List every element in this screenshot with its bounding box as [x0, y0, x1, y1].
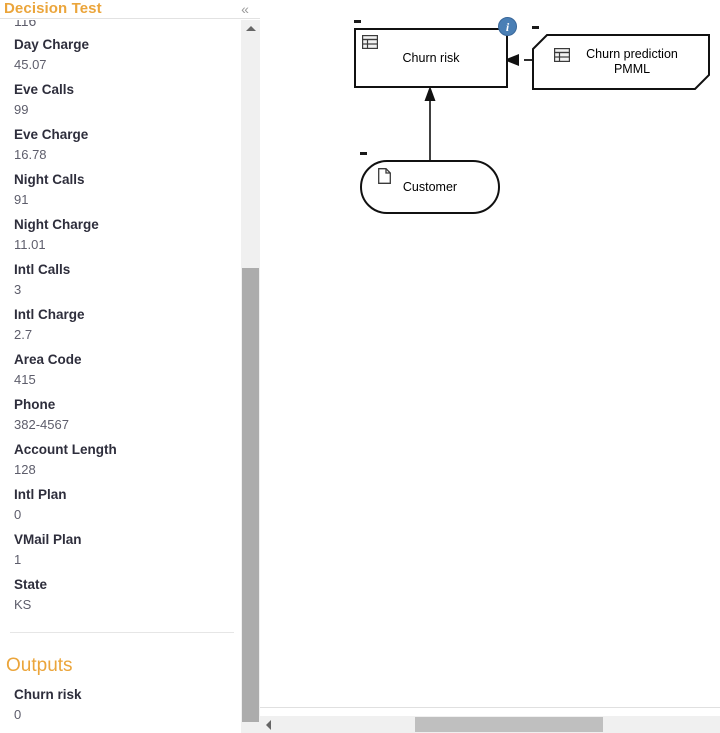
field-label: Account Length — [14, 442, 117, 457]
inputs-scroll-region: 116 Day Charge 45.07 Eve Calls 99 Eve Ch… — [0, 20, 241, 733]
field-value: 382-4567 — [14, 417, 69, 432]
input-field-night-charge: Night Charge 11.01 — [14, 217, 99, 252]
triangle-up-icon[interactable] — [241, 20, 260, 37]
canvas-bottom-divider — [260, 707, 720, 708]
dmn-node-decision-churn-risk[interactable]: Churn risk — [354, 28, 508, 88]
field-value: 0 — [14, 507, 22, 522]
input-field-area-code: Area Code 415 — [14, 352, 82, 387]
field-value: 415 — [14, 372, 36, 387]
decision-table-icon — [361, 34, 379, 50]
outputs-section-title: Outputs — [6, 655, 73, 676]
page-title: Decision Test — [4, 0, 102, 17]
triangle-left-icon[interactable] — [260, 716, 276, 733]
input-field-day-charge: Day Charge 45.07 — [14, 37, 89, 72]
input-field-vmail-plan: VMail Plan 1 — [14, 532, 82, 567]
canvas-horizontal-scrollbar[interactable] — [260, 716, 720, 733]
info-icon[interactable]: i — [498, 17, 517, 36]
field-label: Intl Charge — [14, 307, 85, 322]
field-label: Area Code — [14, 352, 82, 367]
dmn-node-bkm-churn-prediction-pmml[interactable]: Churn prediction PMML — [532, 34, 710, 90]
canvas-top-strip — [260, 0, 720, 8]
field-label: Night Calls — [14, 172, 85, 187]
scrollbar-thumb[interactable] — [242, 268, 259, 722]
field-label: VMail Plan — [14, 532, 82, 547]
field-value: 3 — [14, 282, 22, 297]
output-field-churn-risk: Churn risk 0 — [14, 687, 82, 722]
field-label: Eve Calls — [14, 82, 75, 97]
decision-test-sidebar: Decision Test « 116 Day Charge 45.07 Eve… — [0, 0, 260, 733]
sidebar-header: Decision Test « — [0, 0, 260, 19]
field-value: 0 — [14, 707, 22, 722]
field-label: State — [14, 577, 48, 592]
input-field-phone: Phone 382-4567 — [14, 397, 69, 432]
input-field-state: State KS — [14, 577, 47, 612]
dmn-edges — [424, 54, 532, 160]
field-value: 2.7 — [14, 327, 33, 342]
dmn-node-input-data-customer[interactable]: Customer — [360, 160, 500, 214]
field-label: Night Charge — [14, 217, 99, 232]
chevron-double-left-icon[interactable]: « — [241, 1, 249, 17]
input-field-account-length: Account Length 128 — [14, 442, 117, 477]
field-label: Phone — [14, 397, 56, 412]
field-label: Intl Plan — [14, 487, 67, 502]
decision-node-handle-tick — [354, 20, 361, 23]
field-label: Intl Calls — [14, 262, 71, 277]
dmn-node-label: Churn risk — [402, 50, 460, 65]
dmn-canvas[interactable]: Churn risk i Churn prediction PMML — [260, 8, 720, 715]
input-field-night-calls: Night Calls 91 — [14, 172, 85, 207]
input-field-eve-charge: Eve Charge 16.78 — [14, 127, 88, 162]
input-field-eve-calls: Eve Calls 99 — [14, 82, 74, 117]
field-value: 16.78 — [14, 147, 47, 162]
input-data-node-handle-tick — [360, 152, 367, 155]
input-field-intl-calls: Intl Calls 3 — [14, 262, 70, 297]
clipped-field-value: 116 — [14, 20, 37, 29]
field-label: Day Charge — [14, 37, 90, 52]
input-field-intl-plan: Intl Plan 0 — [14, 487, 67, 522]
field-value: 99 — [14, 102, 29, 117]
field-value: 91 — [14, 192, 29, 207]
field-label: Churn risk — [14, 687, 82, 702]
field-value: 128 — [14, 462, 36, 477]
field-label: Eve Charge — [14, 127, 89, 142]
bkm-node-handle-tick — [532, 26, 539, 29]
scrollbar-thumb[interactable] — [415, 717, 603, 732]
outputs-divider — [10, 632, 234, 633]
field-value: KS — [14, 597, 32, 612]
field-value: 45.07 — [14, 57, 47, 72]
decision-table-icon — [553, 47, 571, 63]
sidebar-vertical-scrollbar[interactable] — [241, 20, 260, 733]
document-icon — [378, 168, 391, 184]
dmn-diagram-panel: Churn risk i Churn prediction PMML — [260, 0, 720, 733]
input-field-intl-charge: Intl Charge 2.7 — [14, 307, 85, 342]
field-value: 11.01 — [14, 237, 46, 252]
field-value: 1 — [14, 552, 22, 567]
